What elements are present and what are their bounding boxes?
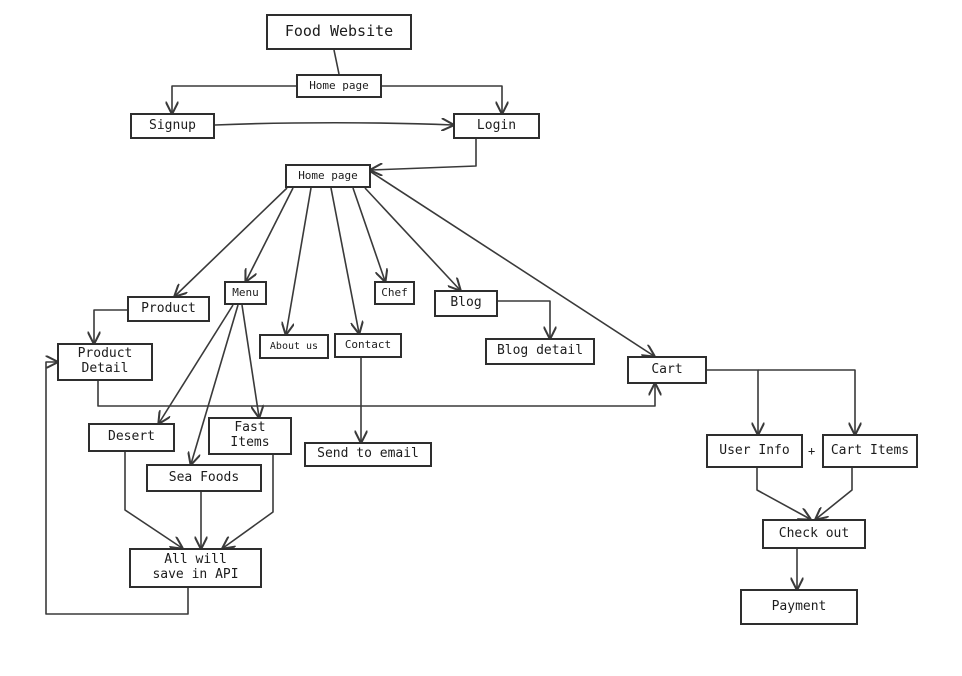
edge-homepage-to-signup xyxy=(172,85,296,113)
edge-homepage-to-blog xyxy=(364,187,460,290)
node-food-website: Food Website xyxy=(266,14,412,50)
edge-website-to-homepage xyxy=(333,49,340,75)
node-home-page: Home page xyxy=(285,164,371,188)
edge-homepage-to-login xyxy=(382,85,502,113)
node-login: Login xyxy=(453,113,540,139)
node-signup: Signup xyxy=(130,113,215,139)
node-blog: Blog xyxy=(434,290,498,317)
edge-userinfo-to-checkout xyxy=(756,468,810,519)
edge-cartitems-to-checkout xyxy=(816,468,853,519)
edge-homepage-to-aboutus xyxy=(286,187,312,334)
edge-product-to-productdetail xyxy=(94,309,127,343)
node-product: Product xyxy=(127,296,210,322)
edge-cart-to-userinfo xyxy=(707,369,758,434)
node-menu: Menu xyxy=(224,281,267,305)
edge-login-to-homepage xyxy=(371,139,477,170)
node-fast-items: Fast Items xyxy=(208,417,292,455)
node-contact: Contact xyxy=(334,333,402,358)
node-sea-foods: Sea Foods xyxy=(146,464,262,492)
edge-fastitems-to-api xyxy=(223,455,274,548)
node-product-detail: Product Detail xyxy=(57,343,153,381)
edge-homepage-to-chef xyxy=(352,187,385,281)
node-all-will-save-in-api: All will save in API xyxy=(129,548,262,588)
edge-productdetail-to-cart xyxy=(97,381,655,407)
edge-desert-to-api xyxy=(124,452,182,548)
node-home-page-top: Home page xyxy=(296,74,382,98)
node-cart-items: Cart Items xyxy=(822,434,918,468)
plus-sign: + xyxy=(808,444,816,458)
node-cart: Cart xyxy=(627,356,707,384)
node-desert: Desert xyxy=(88,423,175,452)
node-user-info: User Info xyxy=(706,434,803,468)
node-blog-detail: Blog detail xyxy=(485,338,595,365)
node-check-out: Check out xyxy=(762,519,866,549)
edge-api-to-productdetail xyxy=(45,362,189,615)
node-chef: Chef xyxy=(374,281,415,305)
node-about-us: About us xyxy=(259,334,329,359)
edge-signup-to-login xyxy=(214,123,453,125)
edge-menu-to-seafoods xyxy=(191,304,239,464)
edge-homepage-to-product xyxy=(175,187,288,296)
node-send-to-email: Send to email xyxy=(304,442,432,467)
edge-homepage-to-cart xyxy=(370,171,654,356)
edge-blog-to-blogdetail xyxy=(498,300,550,338)
edge-menu-to-desert xyxy=(159,304,234,423)
edge-homepage-to-menu xyxy=(246,187,294,281)
node-payment: Payment xyxy=(740,589,858,625)
edge-homepage-to-contact xyxy=(330,187,359,333)
edge-menu-to-fastitems xyxy=(241,304,259,417)
edge-cart-to-cartitems xyxy=(758,369,855,434)
